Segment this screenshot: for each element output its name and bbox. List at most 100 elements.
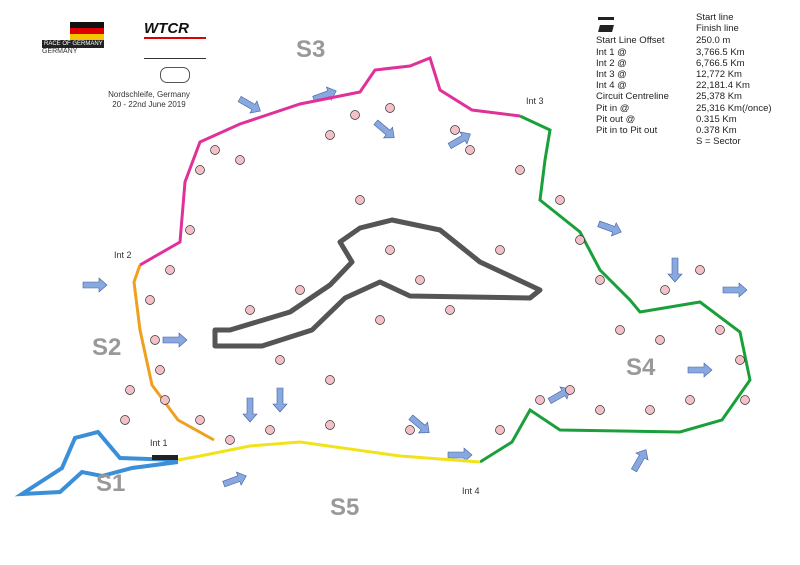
marshal-post-marker [275,355,285,365]
legend-value: 25,378 Km [696,91,742,103]
marshal-post-marker [515,165,525,175]
marshal-post-marker [125,385,135,395]
legend-value: S = Sector [696,136,741,148]
legend-value: 22,181.4 Km [696,80,750,92]
marshal-post-marker [150,335,160,345]
legend-row: Circuit Centreline 25,378 Km [596,91,800,102]
marshal-arrow-icon [722,282,748,298]
marshal-arrow-icon [447,447,473,463]
marshal-post-marker [265,425,275,435]
marshal-arrow-icon [447,131,471,150]
marshal-post-marker [415,275,425,285]
marshal-arrow-icon [667,257,683,283]
gp-circuit [212,217,543,349]
marshal-arrow-icon [597,220,622,237]
sector-5-track [177,440,481,464]
marshal-post-marker [185,225,195,235]
marshal-post-marker [695,265,705,275]
marshal-post-marker [325,130,335,140]
marshal-post-marker [355,195,365,205]
marshal-post-marker [565,385,575,395]
legend-value: Finish line [696,23,739,35]
marshal-post-marker [740,395,750,405]
marshal-post-marker [225,435,235,445]
legend-key: Int 4 @ [596,80,627,92]
sector-2-track [132,264,215,442]
marshal-post-marker [195,165,205,175]
sector-3-track [139,56,521,267]
marshal-arrow-icon [82,277,108,293]
marshal-arrow-icon [237,95,261,114]
legend-row: Int 4 @ 22,181.4 Km [596,80,800,91]
marshal-arrow-icon [222,471,247,488]
marshal-post-marker [145,295,155,305]
legend-key: Pit in to Pit out [596,125,658,137]
legend-key: Pit in @ [596,102,630,114]
event-logo-text: RACE OF GERMANY [42,40,104,48]
marshal-arrow-icon [373,119,395,139]
marshal-post-marker [645,405,655,415]
marshal-post-marker [450,125,460,135]
legend-row: Start line [596,12,800,23]
int-2-label: Int 2 [114,250,132,260]
marshal-post-marker [595,275,605,285]
marshal-post-marker [295,285,305,295]
sector-label-s4: S4 [626,354,656,381]
legend-row: Int 1 @3,766.5 Km [596,47,800,58]
marshal-post-marker [165,265,175,275]
legend-value: 25,316 Km(/once) [696,102,772,114]
marshal-post-marker [495,245,505,255]
int-4-label: Int 4 [462,486,480,496]
marshal-post-marker [555,195,565,205]
marshal-post-marker [120,415,130,425]
marshal-arrow-icon [687,362,713,378]
legend-row: Pit out @0.315 Km [596,114,800,125]
sector-label-s3: S3 [296,36,326,63]
legend-value: 0.315 Km [696,113,737,125]
marshal-post-marker [535,395,545,405]
sector-label-s1: S1 [96,470,126,497]
legend-key: Int 3 @ [596,69,627,81]
marshal-post-marker [375,315,385,325]
legend-value: 0.378 Km [696,125,737,137]
legend-row: Pit in @ 25,316 Km(/once) [596,103,800,114]
marshal-post-marker [210,145,220,155]
series-logo: WTCR [144,20,206,83]
marshal-post-marker [465,145,475,155]
marshal-arrow-icon [630,449,649,473]
legend-value: 250.0 m [696,35,731,47]
marshal-post-marker [595,405,605,415]
sector-label-s2: S2 [92,334,122,361]
sector-label-s5: S5 [330,494,360,521]
event-dates: 20 - 22nd June 2019 [112,100,186,109]
marshal-post-marker [615,325,625,335]
legend-key: Circuit Centreline [596,91,669,103]
marshal-post-marker [160,395,170,405]
marshal-post-marker [155,365,165,375]
marshal-arrows [82,86,748,488]
legend-row: S = Sector [596,136,800,147]
legend-row: Finish line [596,23,800,35]
marshal-post-marker [735,355,745,365]
legend-key: Start Line Offset [596,35,665,47]
venue: Nordschleife, Germany [108,90,190,99]
legend-key [596,136,696,147]
legend-key: Int 2 @ [596,57,627,69]
marshal-post-marker [715,325,725,335]
marshal-post-marker [575,235,585,245]
legend-row: Start Line Offset 250.0 m [596,35,800,46]
legend-value: 12,772 Km [696,69,742,81]
int-3-label: Int 3 [526,96,544,106]
sector-4-track [479,114,752,464]
legend-value: 6,766.5 Km [696,57,745,69]
marshal-arrow-icon [408,414,430,434]
marshal-post-marker [495,425,505,435]
legend-value: 3,766.5 Km [696,46,745,58]
legend-row: Int 2 @ 6,766.5 Km [596,58,800,69]
finish-flag-icon [596,23,696,35]
event-country: GERMANY [42,48,78,55]
sector-1-track [14,429,179,497]
marshal-post-marker [405,425,415,435]
marshal-arrow-icon [312,86,337,103]
